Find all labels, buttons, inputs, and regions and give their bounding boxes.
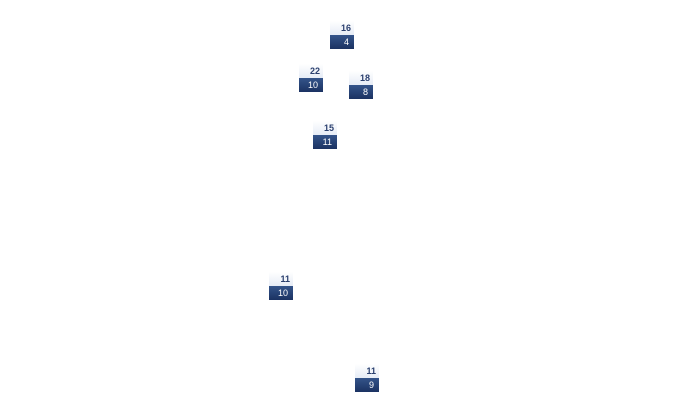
marker-bottom-value: 10 — [299, 78, 323, 92]
marker-top-value: 11 — [355, 364, 379, 378]
marker-bottom-value: 9 — [355, 378, 379, 392]
marker-bottom-value: 11 — [313, 135, 337, 149]
marker-top-value: 11 — [269, 272, 293, 286]
marker-top-value: 18 — [349, 71, 373, 85]
marker-bottom-value: 4 — [330, 35, 354, 49]
marker-bottom-value: 8 — [349, 85, 373, 99]
marker-bottom-value: 10 — [269, 286, 293, 300]
marker-top-value: 15 — [313, 121, 337, 135]
marker-top-value: 22 — [299, 64, 323, 78]
marker-top-value: 16 — [330, 21, 354, 35]
